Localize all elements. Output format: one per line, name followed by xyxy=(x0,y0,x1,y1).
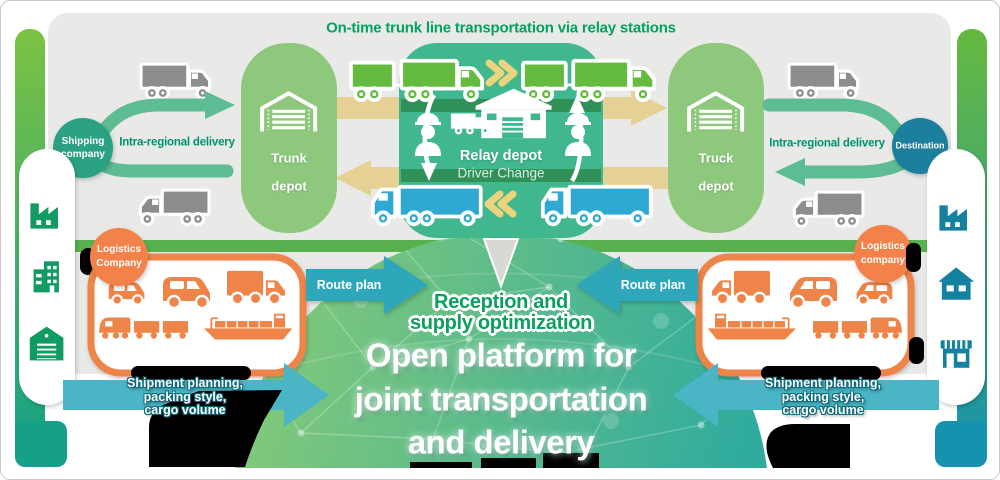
open-platform-title: and delivery xyxy=(407,423,595,461)
shipment-planning-label-left: cargo volume xyxy=(144,402,226,417)
route-plan-arrow-left xyxy=(306,256,428,314)
logistics-company-circle-right xyxy=(854,225,912,283)
relay-warehouse-icon xyxy=(450,88,552,139)
shipment-planning-label-right: cargo volume xyxy=(782,402,864,417)
diagram-title: On-time trunk line transportation via re… xyxy=(326,19,676,37)
shipping-company-label: company xyxy=(61,149,105,160)
trunk-depot-label: Trunk xyxy=(271,150,307,166)
shipping-company-label: Shipping xyxy=(61,136,105,147)
relay-depot-label: Relay depot xyxy=(459,147,543,164)
logistics-company-label-right: company xyxy=(861,255,905,266)
intra-regional-delivery-label-right: Intra-regional delivery xyxy=(769,137,885,150)
logistics-company-label-right: Logistics xyxy=(861,241,905,252)
driver-change-arrow-down-icon xyxy=(421,93,437,181)
truck-depot-label: Truck xyxy=(698,150,734,166)
origin-buildings-pill xyxy=(19,149,75,405)
driver-change-label: Driver Change xyxy=(457,165,545,181)
bottom-margin xyxy=(1,468,999,479)
blue-truck-icon xyxy=(540,184,653,227)
reception-optimization-label: Reception and xyxy=(434,291,568,313)
shipment-planning-label-right: Shipment planning, xyxy=(765,375,881,390)
truck-depot-label: depot xyxy=(698,178,734,194)
shipment-planning-label-left: Shipment planning, xyxy=(127,375,243,390)
route-plan-arrow-right xyxy=(576,256,698,314)
logistics-company-label-left: Company xyxy=(96,258,142,269)
relay-pointer xyxy=(482,238,520,289)
trunk-depot-label: depot xyxy=(271,178,307,194)
trunk-depot-box xyxy=(241,43,337,233)
open-platform-title: Open platform for xyxy=(365,336,637,374)
dark-shapes xyxy=(131,243,924,468)
logistics-company-label-left: Logistics xyxy=(97,244,141,255)
shipment-planning-label-left: packing style, xyxy=(143,389,227,404)
open-platform-title: joint transportation xyxy=(354,380,648,418)
destination-buildings-pill xyxy=(927,149,985,405)
truck-depot-box xyxy=(668,43,764,233)
route-plan-label-right: Route plan xyxy=(620,277,686,292)
intra-regional-delivery-label-left: Intra-regional delivery xyxy=(119,136,235,149)
chevron-left-icon xyxy=(484,190,517,218)
blue-truck-icon xyxy=(370,184,483,227)
chevron-right-icon xyxy=(485,59,518,87)
reception-optimization-label: supply optimization xyxy=(409,312,593,334)
store-icon xyxy=(939,339,973,369)
route-plan-label-left: Route plan xyxy=(316,277,382,292)
destination-label: Destination xyxy=(895,140,945,151)
logistics-company-circle-left xyxy=(90,228,148,286)
driver-change-arrow-up-icon xyxy=(569,95,585,183)
shipment-arrow-right xyxy=(673,363,939,427)
shipment-planning-label-right: packing style, xyxy=(781,389,865,404)
